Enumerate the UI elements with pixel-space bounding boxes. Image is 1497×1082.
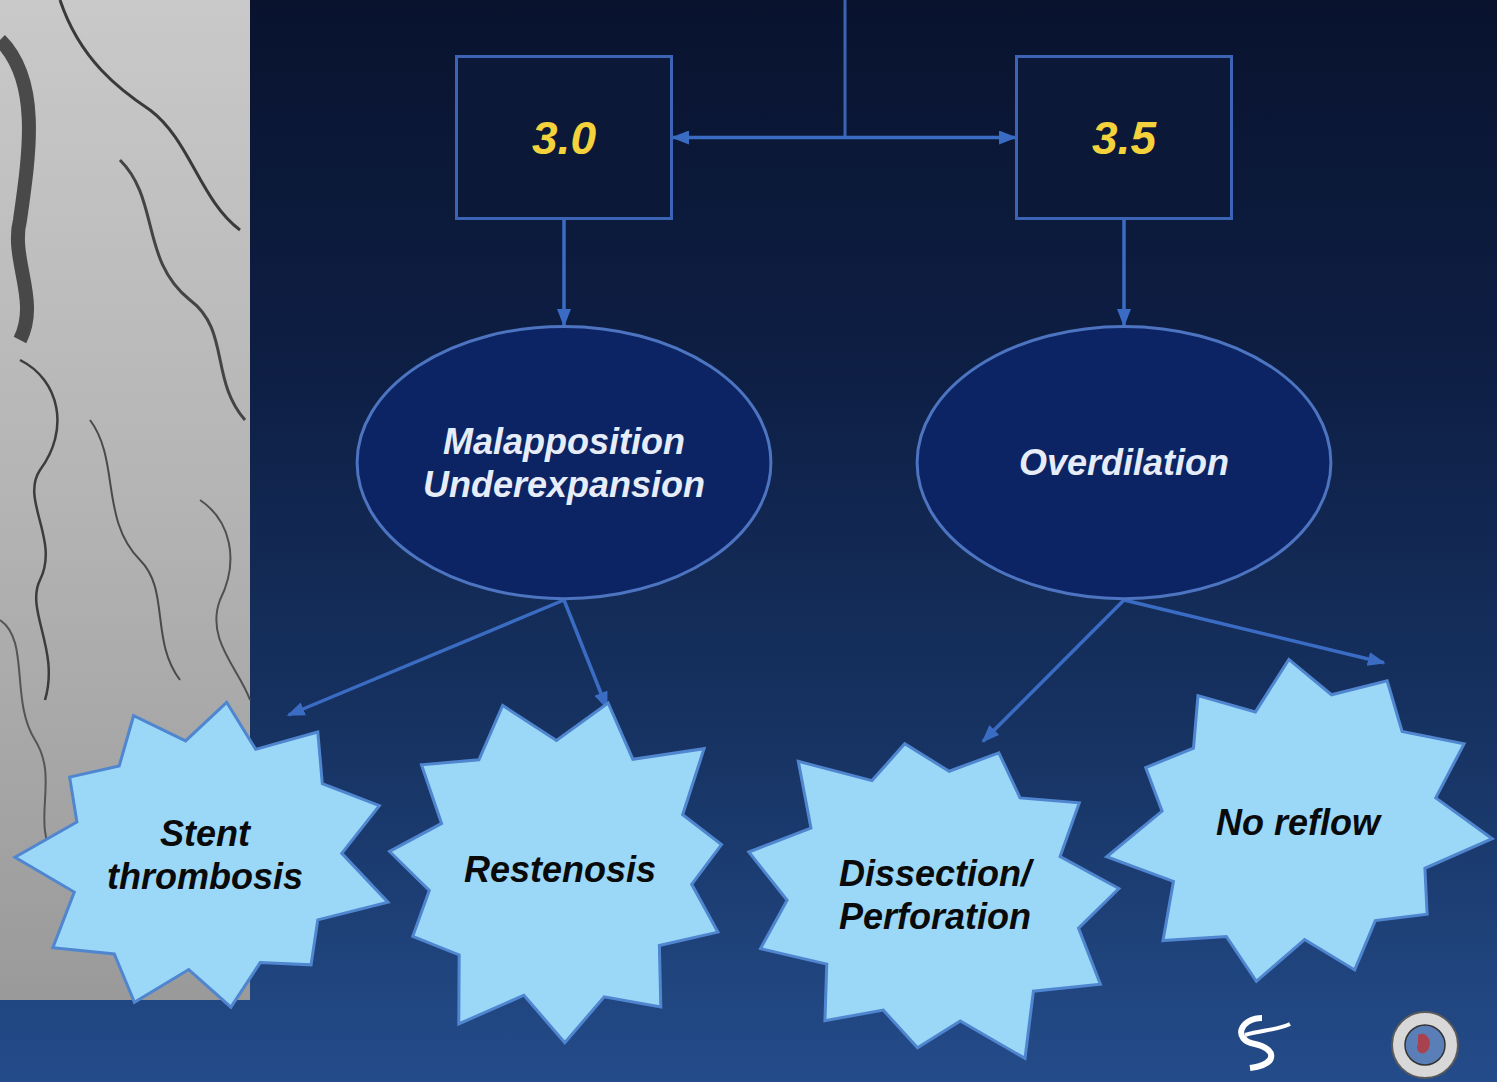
split-line — [844, 0, 847, 137]
college-seal — [1392, 1012, 1458, 1078]
connector-arrow — [562, 220, 566, 325]
society-logo — [1241, 1018, 1290, 1068]
connector-arrow — [983, 600, 1124, 741]
complication-label: Restenosis — [439, 848, 681, 891]
size-label: 3.5 — [1018, 111, 1230, 165]
complication-star: Restenosis — [365, 690, 755, 1050]
star-shape — [1107, 659, 1493, 981]
connector-arrow — [1122, 220, 1126, 325]
star-outline — [735, 712, 1135, 1078]
size-box: 3.0 — [455, 55, 673, 220]
complication-label: Dissection/ Perforation — [811, 852, 1059, 938]
outcome-label: Malapposition Underexpansion — [401, 419, 727, 505]
outcome-ellipse: Malapposition Underexpansion — [355, 325, 773, 600]
complication-label: No reflow — [1177, 801, 1419, 844]
connector-arrow — [1124, 600, 1384, 663]
size-label: 3.0 — [458, 111, 670, 165]
complication-star: Stent thrombosis — [15, 680, 395, 1030]
ellipse-shape — [357, 326, 771, 598]
size-box: 3.5 — [1015, 55, 1233, 220]
ellipse-shape — [917, 326, 1331, 598]
complication-star: Dissection/ Perforation — [735, 712, 1135, 1078]
star-outline — [15, 680, 395, 1030]
outcome-ellipse: Overdilation — [915, 325, 1333, 600]
ellipse-outline — [355, 325, 773, 600]
star-shape — [390, 703, 722, 1043]
star-shape — [749, 744, 1119, 1059]
connector-arrow — [673, 136, 1015, 140]
complication-star: No reflow — [1103, 645, 1493, 1000]
outcome-label: Overdilation — [961, 441, 1287, 484]
connector-arrow — [289, 600, 564, 715]
connector-arrow — [564, 600, 607, 708]
complication-label: Stent thrombosis — [87, 812, 323, 898]
star-shape — [15, 702, 388, 1007]
